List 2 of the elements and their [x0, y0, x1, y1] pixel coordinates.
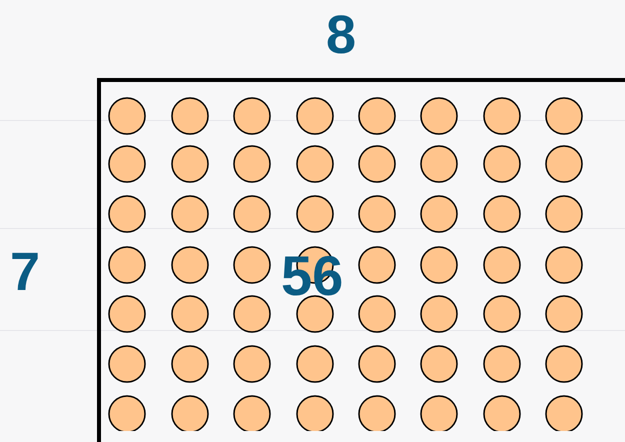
- column-count: 8: [326, 8, 356, 62]
- row-count: 7: [10, 245, 40, 299]
